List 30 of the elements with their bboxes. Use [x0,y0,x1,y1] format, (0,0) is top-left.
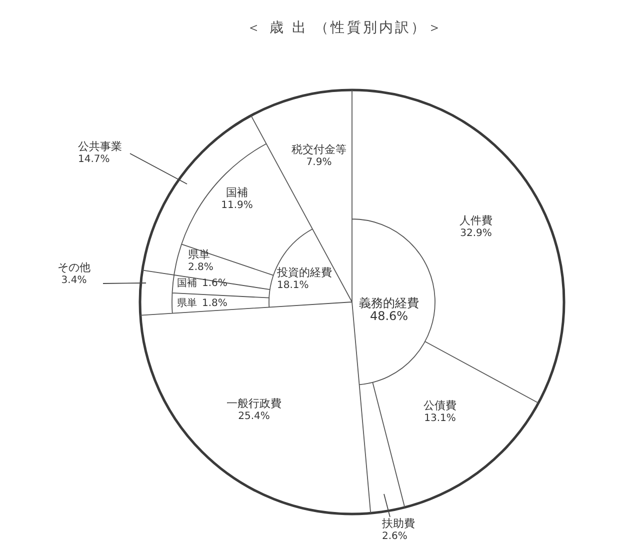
segment-label: 公債費 [424,399,456,412]
segment-label: 投資的経費 [277,266,332,279]
segment-label: 義務的経費 [359,297,419,310]
segment-label: 人件費 [460,214,492,227]
segment-label: 扶助費 [382,517,415,530]
percent-label: 25.4% [238,410,270,423]
percent-label: 48.6% [370,310,408,323]
segment-label: その他 [58,261,90,274]
segment-label: 公共事業 [78,140,122,153]
segment-label: 一般行政費 [226,397,282,410]
percent-label: 14.7% [78,153,110,166]
percent-label: 32.9% [460,227,492,240]
percent-label: 2.8% [188,261,214,274]
segment-label: 国補 [177,278,197,290]
percent-label: 11.9% [221,199,253,212]
segment-label: 県単 [188,248,210,261]
leader-line [102,282,146,284]
percent-label: 13.1% [424,412,456,425]
segment-label: 税交付金等 [292,143,346,156]
percent-label: 1.8% [202,298,228,310]
leader-line [130,153,188,184]
percent-label: 2.6% [382,530,408,543]
chart-title: ＜ 歳 出 （性質別内訳）＞ [246,19,444,38]
percent-label: 7.9% [306,156,332,169]
segment-label: 国補 [226,186,248,199]
leader-line [384,494,390,518]
percent-label: 3.4% [61,274,87,287]
percent-label: 18.1% [277,279,309,292]
percent-label: 1.6% [202,278,228,290]
segment-label: 県単 [177,298,197,310]
